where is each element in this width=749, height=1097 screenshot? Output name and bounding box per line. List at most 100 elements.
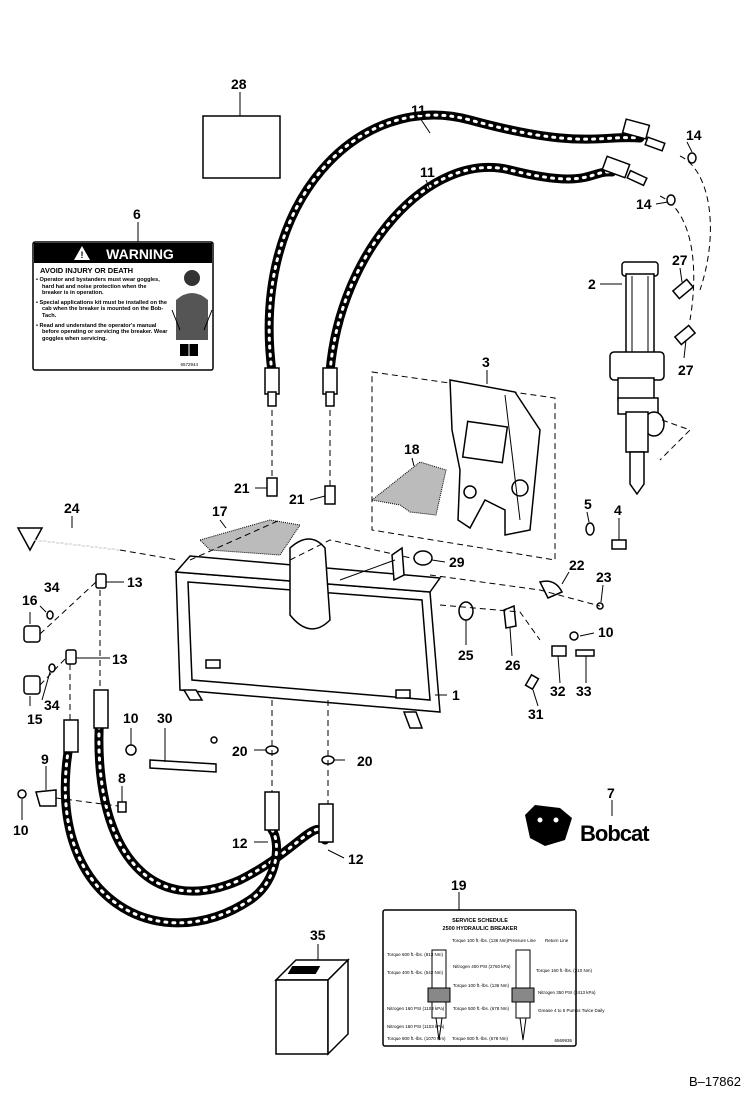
callout-13-lower: 13: [112, 651, 128, 667]
nut-10-right: [569, 631, 579, 641]
callout-34-upper: 34: [44, 579, 60, 595]
hydraulic-breaker: [609, 261, 691, 496]
o-ring-14-upper: [687, 152, 697, 164]
fitting-21-right: [324, 485, 336, 505]
warning-bullet-3: • Read and understand the operator's man…: [36, 322, 168, 342]
callout-20-right: 20: [357, 753, 373, 769]
callout-19: 19: [451, 877, 467, 893]
callout-10-center: 10: [123, 710, 139, 726]
service-title-2: 2500 HYDRAULIC BREAKER: [443, 926, 518, 932]
callout-31: 31: [528, 706, 544, 722]
callout-21-left: 21: [234, 480, 250, 496]
decal-28-blank: [202, 115, 281, 179]
svc-torque-600: Torque 600 ft.-lbs. (813 Nm): [387, 952, 444, 957]
svc-torque-500: Torque 500 ft.-lbs. (678 Nm): [453, 1006, 510, 1011]
callout-2: 2: [588, 276, 596, 292]
callout-18: 18: [404, 441, 420, 457]
svc-torque-400: Torque 400 ft.-lbs. (542 Nm): [387, 970, 444, 975]
warning-decal: ! WARNING AVOID INJURY OR DEATH • Operat…: [32, 241, 214, 371]
svc-nitrogen-350: Nitrogen 350 PSI (2413 kPa): [538, 990, 596, 995]
callout-10-left: 10: [13, 822, 29, 838]
service-title-1: SERVICE SCHEDULE: [452, 918, 508, 924]
svc-nitrogen-400: Nitrogen 400 PSI (2760 kPa): [453, 964, 511, 969]
pin-33: [575, 649, 595, 657]
lever: [391, 546, 405, 582]
callout-27-upper: 27: [672, 252, 688, 268]
callout-25: 25: [458, 647, 474, 663]
callout-33: 33: [576, 683, 592, 699]
bolt-4: [611, 539, 627, 550]
svc-nitrogen-160: Nitrogen 160 PSI (1103 kPa): [387, 1006, 445, 1011]
washer-5: [585, 522, 595, 536]
drawing-number: B–17862: [688, 1074, 741, 1089]
warning-heading: WARNING: [106, 246, 174, 262]
callout-11-upper: 11: [411, 102, 426, 118]
callout-14-upper: 14: [686, 127, 702, 143]
callout-23: 23: [596, 569, 612, 585]
svc-pressure-line: Pressure Line: [508, 938, 536, 943]
callout-20-left: 20: [232, 743, 248, 759]
callout-14-lower: 14: [636, 196, 652, 212]
callout-26: 26: [505, 657, 521, 673]
bushing-29: [413, 550, 433, 566]
callout-15: 15: [27, 711, 43, 727]
svc-return-line: Return Line: [545, 938, 569, 943]
small-nut: [210, 736, 218, 744]
svc-torque-500b: Torque 500 ft.-lbs. (678 Nm): [452, 1036, 509, 1041]
callout-35: 35: [310, 927, 326, 943]
bobcat-logo: Bobcat: [525, 805, 651, 846]
clamp-22: [538, 580, 564, 599]
svc-grease: Grease 4 to 5 Pumps Twice Daily: [538, 1008, 605, 1013]
svc-torque-160: Torque 160 ft.-lbs. (210 Nm): [536, 968, 593, 973]
lower-hose-assembly: [60, 689, 334, 928]
callout-7: 7: [607, 785, 615, 801]
callout-30: 30: [157, 710, 173, 726]
gasket-18: [370, 461, 447, 516]
elbow-13-lower: [65, 649, 77, 665]
upper-hose-assembly: [264, 110, 666, 407]
callout-5: 5: [584, 496, 592, 512]
fitting-27-upper: [671, 278, 695, 300]
washer-25: [458, 601, 474, 621]
fitting-21-left: [266, 477, 278, 497]
callout-9: 9: [41, 751, 49, 767]
callout-16: 16: [22, 592, 38, 608]
brand-wordmark: Bobcat: [580, 821, 650, 846]
fitting-27-lower: [673, 324, 697, 346]
o-ring-14-lower: [666, 194, 676, 206]
svc-nitrogen-160b: Nitrogen 160 PSI (1103 kPa): [387, 1024, 445, 1029]
mounting-bracket: [449, 379, 541, 536]
block-32: [551, 645, 567, 657]
svc-torque-100-left: Torque 100 ft.-lbs. (136 Nm): [452, 938, 509, 943]
svc-torque-100-right: Torque 100 ft.-lbs. (136 Nm): [453, 983, 510, 988]
callout-11-lower: 11: [420, 164, 435, 180]
bolt-30: [149, 759, 217, 773]
callout-21-right: 21: [289, 491, 305, 507]
gasket-17: [199, 519, 301, 556]
svg-text:!: !: [81, 250, 84, 260]
callout-12-left: 12: [232, 835, 248, 851]
callout-22: 22: [569, 557, 585, 573]
bolt-8: [117, 801, 127, 813]
callout-12-right: 12: [348, 851, 364, 867]
warning-bullet-1: • Operator and bystanders must wear gogg…: [36, 277, 160, 297]
elbow-13-upper: [95, 573, 107, 589]
coupler-15: [23, 675, 41, 695]
warning-bullet-2: • Special applications kit must be insta…: [36, 299, 167, 319]
callout-17: 17: [212, 503, 228, 519]
svc-part-number: 6569936: [554, 1038, 572, 1043]
callout-10-right: 10: [598, 624, 614, 640]
callout-28: 28: [231, 76, 247, 92]
clip-9: [35, 789, 57, 807]
callout-13-upper: 13: [127, 574, 143, 590]
callout-8: 8: [118, 770, 126, 786]
operator-pictogram: [168, 266, 213, 342]
callout-34-lower: 34: [44, 697, 60, 713]
bolt-31: [524, 673, 540, 691]
callout-32: 32: [550, 683, 566, 699]
o-ring-34-lower: [48, 663, 56, 673]
callout-6: 6: [133, 206, 141, 222]
callout-24: 24: [64, 500, 80, 516]
nut-10-left: [17, 789, 27, 799]
